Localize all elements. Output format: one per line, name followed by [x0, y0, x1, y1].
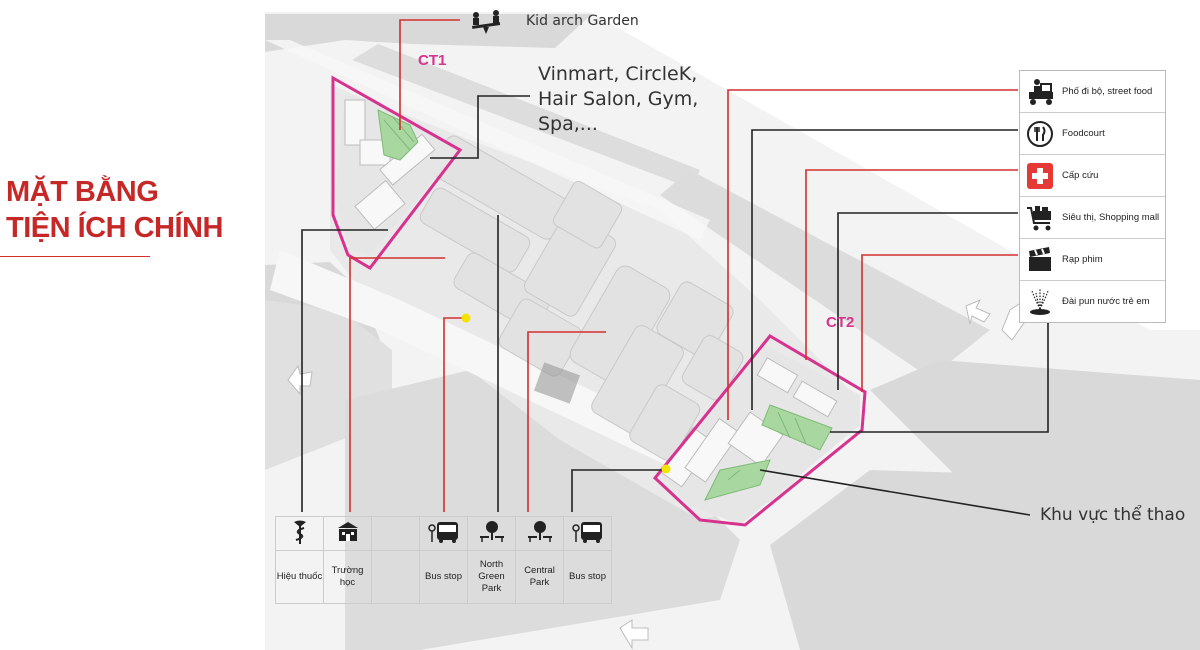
callout-bus1 — [443, 317, 466, 512]
amenity-legend: Phố đi bộ, street food Foodcourt Cấp cứu — [1019, 70, 1166, 323]
shops-label-line-3: Spa,... — [538, 113, 598, 135]
fork-knife-icon — [1020, 114, 1060, 154]
shops-label-line-2: Hair Salon, Gym, — [538, 88, 699, 110]
clapperboard-icon — [1020, 240, 1060, 280]
ct1-outline — [331, 75, 463, 270]
kid-garden-label: Kid arch Garden — [526, 13, 639, 29]
legend-row-first-aid: Cấp cứu — [1020, 155, 1165, 197]
table-label-empty — [371, 550, 420, 604]
table-label-bus-stop-2: Bus stop — [563, 550, 612, 604]
table-label-line: học — [339, 577, 356, 588]
callout-cinema — [861, 254, 1018, 392]
shopping-cart-icon — [1020, 198, 1060, 238]
first-aid-icon — [1020, 156, 1060, 196]
ct2-label: CT2 — [826, 314, 855, 331]
shops-label-line-1: Vinmart, CircleK, — [538, 63, 698, 85]
legend-row-street-food: Phố đi bộ, street food — [1020, 71, 1165, 113]
legend-row-fountain: Đài pun nước trẻ em — [1020, 281, 1165, 322]
empty-icon-cell — [371, 516, 420, 551]
park-icon — [467, 516, 516, 551]
callout-fountain — [830, 320, 1049, 433]
table-label-line: Park — [481, 583, 502, 594]
shops-label: Vinmart, CircleK, Hair Salon, Gym, Spa,.… — [538, 62, 698, 137]
seesaw-icon — [471, 10, 501, 34]
ct1-label: CT1 — [418, 52, 447, 69]
callout-foodcourt — [751, 129, 1018, 410]
table-label-line: Bus stop — [569, 571, 606, 582]
bus-icon — [419, 516, 468, 551]
bus-stop-marker-2 — [661, 464, 671, 474]
callout-school — [349, 257, 445, 512]
table-label-line: Central — [524, 565, 555, 576]
callout-shops — [430, 95, 530, 159]
legend-label-supermarket: Siêu thị, Shopping mall — [1062, 212, 1160, 223]
legend-label-first-aid: Cấp cứu — [1062, 170, 1099, 181]
title-underline — [0, 256, 150, 257]
callout-supermarket — [837, 212, 1018, 390]
callout-first-aid — [805, 169, 1018, 360]
legend-label-foodcourt: Foodcourt — [1062, 128, 1105, 139]
table-label-line: Park — [529, 577, 550, 588]
food-cart-icon — [1020, 72, 1060, 112]
callout-street-food — [727, 89, 1018, 420]
table-label-line: North — [479, 559, 504, 570]
sports-area-label: Khu vực thể thao — [1040, 505, 1186, 525]
callout-bus2 — [571, 469, 666, 512]
legend-row-cinema: Rạp phim — [1020, 239, 1165, 281]
table-label-bus-stop-1: Bus stop — [419, 550, 468, 604]
legend-row-foodcourt: Foodcourt — [1020, 113, 1165, 155]
school-icon — [323, 516, 372, 551]
callout-central-park — [527, 331, 606, 512]
table-label-line: Bus stop — [425, 571, 462, 582]
title-line-2: TIỆN ÍCH CHÍNH — [6, 212, 223, 244]
legend-label-street-food: Phố đi bộ, street food — [1062, 86, 1153, 97]
table-label-line: Green — [478, 571, 505, 582]
table-label-line: Trường — [331, 565, 364, 576]
title-line-1: MẶT BẰNG — [6, 176, 159, 208]
bus-icon — [563, 516, 612, 551]
legend-label-fountain: Đài pun nước trẻ em — [1062, 296, 1150, 307]
callout-sports — [759, 469, 1031, 516]
table-label-line: Hiệu thuốc — [276, 571, 323, 582]
table-label-pharmacy: Hiệu thuốc — [275, 550, 324, 604]
bus-stop-marker-1 — [461, 313, 471, 323]
page-title: MẶT BẰNG TIỆN ÍCH CHÍNH — [6, 174, 223, 246]
pharmacy-icon — [275, 516, 324, 551]
fountain-icon — [1020, 282, 1060, 322]
callout-pharmacy — [301, 229, 388, 512]
callout-kid-garden — [399, 19, 460, 130]
legend-label-cinema: Rạp phim — [1062, 254, 1103, 265]
legend-row-supermarket: Siêu thị, Shopping mall — [1020, 197, 1165, 239]
ct2-outline — [652, 334, 867, 527]
park-icon — [515, 516, 564, 551]
